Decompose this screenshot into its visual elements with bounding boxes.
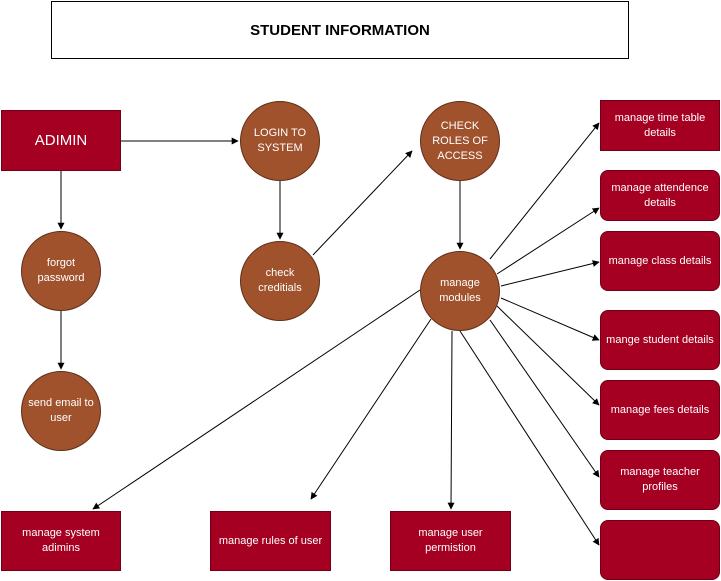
arrow-to-timetable: [489, 122, 600, 260]
node-empty-box: [600, 520, 720, 580]
node-teacher-profiles: manage teacher profiles: [600, 450, 720, 510]
node-login: LOGIN TO SYSTEM: [240, 101, 320, 181]
arrow-to-class: [500, 260, 600, 287]
arrow-to-system-admins: [92, 289, 421, 510]
node-rules-of-user: manage rules of user: [210, 511, 331, 571]
arrow-check-to-roles: [312, 150, 413, 256]
node-system-admins: manage system adimins: [1, 511, 121, 571]
arrow-to-student: [500, 297, 600, 341]
node-forgot-password: forgot password: [21, 231, 101, 311]
arrow-to-empty: [459, 330, 600, 546]
node-fees-details: manage fees details: [600, 380, 720, 440]
arrow-to-attendance: [496, 207, 600, 275]
arrow-to-fees: [496, 305, 600, 406]
node-admin: ADIMIN: [1, 110, 121, 171]
diagram-title: STUDENT INFORMATION: [51, 1, 629, 59]
node-check-credentials: check creditials: [240, 241, 320, 321]
node-manage-modules: manage modules: [420, 251, 500, 331]
node-student-details: mange student details: [600, 310, 720, 370]
node-check-roles: CHECK ROLES OF ACCESS: [420, 101, 500, 181]
node-timetable: manage time table details: [600, 100, 720, 151]
arrow-to-permission: [447, 330, 455, 510]
node-attendance: manage attendence details: [600, 170, 720, 221]
node-send-email: send email to user: [21, 371, 101, 451]
arrow-to-teacher: [489, 319, 600, 478]
node-class-details: manage class details: [600, 231, 720, 291]
arrow-to-rules: [310, 318, 432, 500]
node-user-permission: manage user permistion: [390, 511, 511, 571]
